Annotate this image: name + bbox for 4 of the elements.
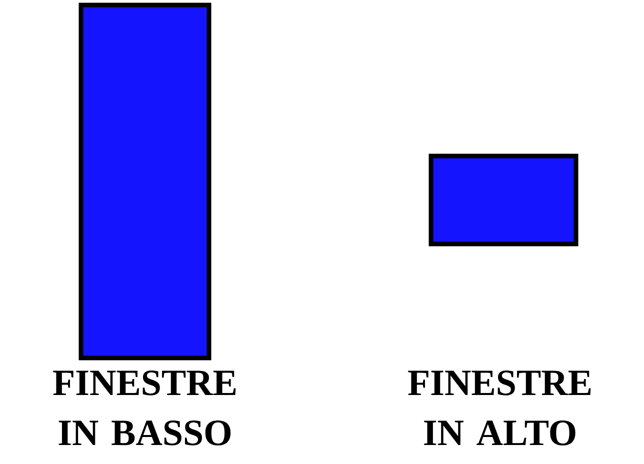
node-label: FINESTRE IN BASSO	[53, 370, 236, 446]
node-label: FINESTRE IN ALTO	[408, 370, 591, 446]
window-rectangle	[78, 2, 212, 360]
window-rectangle	[428, 154, 578, 246]
